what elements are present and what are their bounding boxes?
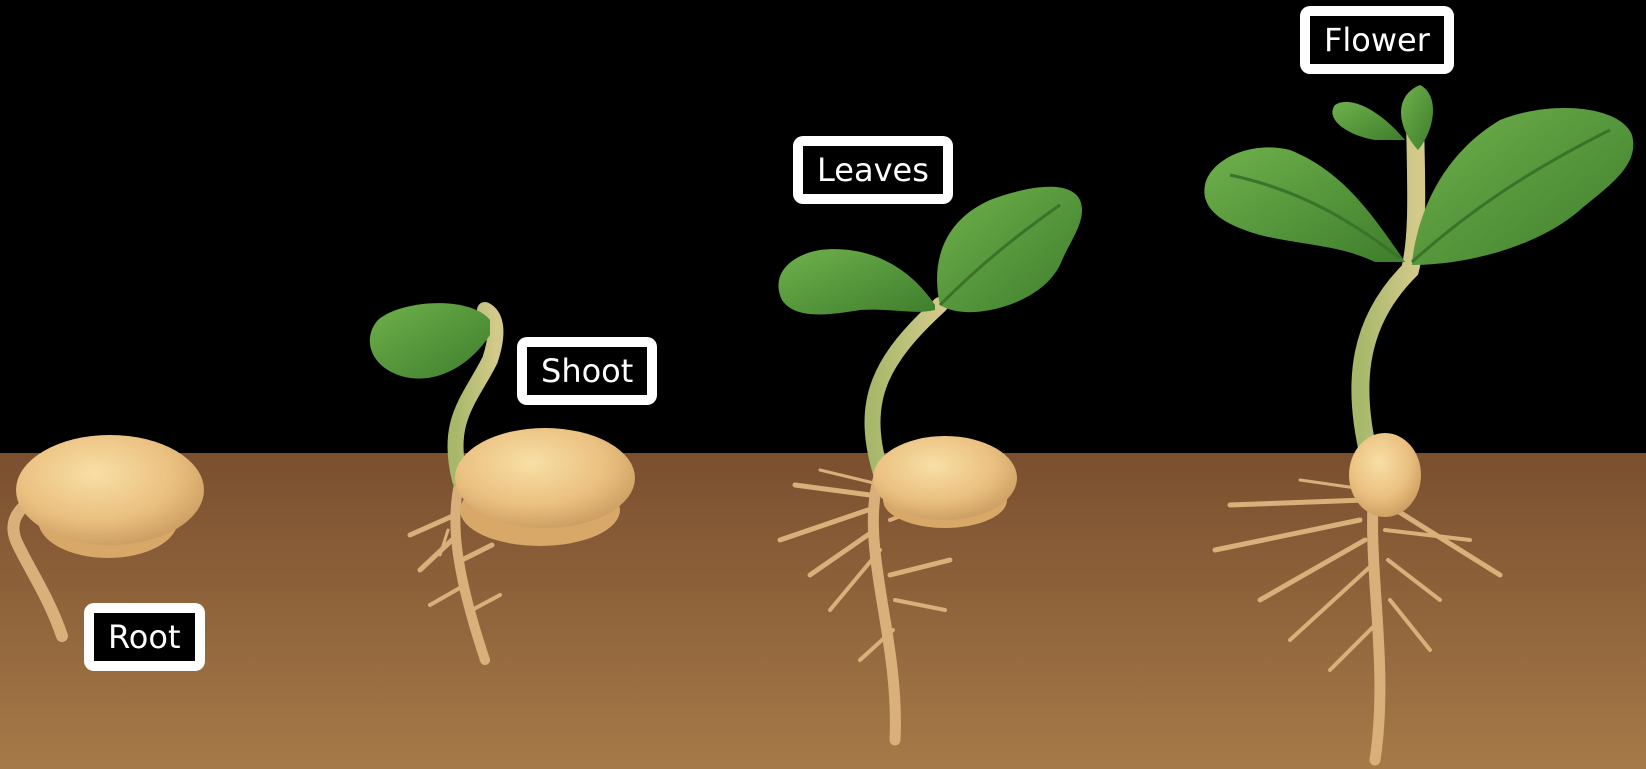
label-leaves: Leaves bbox=[793, 136, 953, 204]
label-shoot: Shoot bbox=[517, 337, 657, 405]
label-root-text: Root bbox=[94, 613, 195, 661]
label-shoot-text: Shoot bbox=[527, 347, 647, 395]
label-root: Root bbox=[84, 603, 205, 671]
seed-top bbox=[16, 435, 204, 545]
label-flower-text: Flower bbox=[1310, 16, 1444, 64]
shoot-seed bbox=[455, 428, 635, 528]
leaves-seed bbox=[873, 436, 1017, 520]
flower-seed bbox=[1349, 433, 1421, 517]
label-flower: Flower bbox=[1300, 6, 1454, 74]
label-leaves-text: Leaves bbox=[803, 146, 943, 194]
